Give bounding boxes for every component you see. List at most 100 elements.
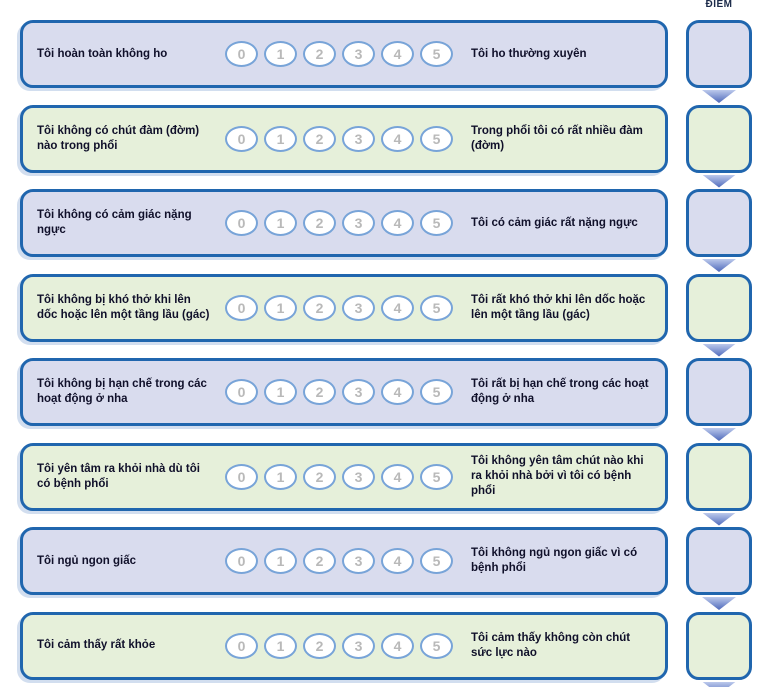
score-option-bubble[interactable]: 1 (264, 41, 297, 67)
score-option-bubble[interactable]: 2 (303, 41, 336, 67)
question-row: Tôi không bị khó thở khi lên dốc hoặc lê… (20, 273, 752, 357)
score-input-box[interactable] (686, 527, 752, 595)
question-right-statement: Tôi cảm thấy không còn chút sức lực nào (471, 631, 631, 659)
score-cell (686, 611, 752, 687)
score-option-bubble[interactable]: 5 (420, 463, 453, 490)
score-option-bubble[interactable]: 4 (381, 463, 414, 490)
score-option-bubble[interactable]: 1 (264, 379, 297, 405)
question-row: Tôi không có chút đàm (đờm) nào trong ph… (20, 104, 752, 188)
score-option-bubble[interactable]: 5 (420, 632, 453, 659)
score-option-bubble[interactable]: 1 (264, 294, 297, 321)
question-right-statement: Tôi rất bị hạn chế trong các hoạt động ở… (471, 378, 649, 405)
score-option-bubble[interactable]: 0 (225, 294, 258, 321)
score-cell (686, 20, 752, 103)
score-option-bubble[interactable]: 5 (420, 125, 453, 152)
score-option-bubble[interactable]: 2 (303, 294, 336, 321)
score-option-bubble[interactable]: 2 (303, 210, 336, 236)
arrow-down-icon (702, 90, 736, 103)
score-option-bubble[interactable]: 1 (264, 125, 297, 152)
score-input-box[interactable] (686, 358, 752, 426)
score-input-box[interactable] (686, 442, 752, 511)
score-option-bubble[interactable]: 2 (303, 548, 336, 574)
score-option-bubble[interactable]: 4 (381, 210, 414, 236)
score-cell (686, 358, 752, 441)
score-option-bubble[interactable]: 5 (420, 41, 453, 67)
score-option-bubble[interactable]: 0 (225, 125, 258, 152)
question-right-statement: Tôi có cảm giác rất nặng ngực (471, 216, 638, 229)
score-option-bubble[interactable]: 3 (342, 210, 375, 236)
score-option-bubble[interactable]: 4 (381, 294, 414, 321)
score-option-bubble[interactable]: 5 (420, 294, 453, 321)
score-option-bubble[interactable]: 1 (264, 210, 297, 236)
score-option-bubble[interactable]: 4 (381, 379, 414, 405)
question-left-statement: Tôi hoàn toàn không ho (37, 47, 168, 60)
score-option-bubble[interactable]: 0 (225, 548, 258, 574)
score-cell (686, 104, 752, 188)
score-option-bubble[interactable]: 3 (342, 379, 375, 405)
score-input-box[interactable] (686, 189, 752, 257)
score-cell (686, 442, 752, 526)
question-right-statement: Tôi ho thường xuyên (471, 47, 587, 60)
arrow-down-icon (702, 428, 736, 441)
score-option-bubble[interactable]: 1 (264, 632, 297, 659)
score-input-box[interactable] (686, 104, 752, 173)
score-cell (686, 189, 752, 272)
question-left-statement: Tôi không bị khó thở khi lên dốc hoặc lê… (37, 293, 210, 321)
score-option-bubble[interactable]: 4 (381, 41, 414, 67)
question-card: Tôi yên tâm ra khỏi nhà dù tôi có bệnh p… (20, 442, 668, 511)
question-right-statement: Tôi không yên tâm chút nào khi ra khỏi n… (471, 455, 644, 497)
score-option-bubble[interactable]: 1 (264, 548, 297, 574)
score-input-box[interactable] (686, 273, 752, 342)
score-option-bubble[interactable]: 5 (420, 379, 453, 405)
question-right-statement: Trong phổi tôi có rất nhiều đàm (đờm) (471, 124, 643, 152)
score-option-bubble[interactable]: 4 (381, 125, 414, 152)
score-option-bubble[interactable]: 2 (303, 463, 336, 490)
question-right-statement: Tôi rất khó thở khi lên dốc hoặc lên một… (471, 293, 646, 321)
score-option-bubble[interactable]: 3 (342, 294, 375, 321)
score-option-bubble[interactable]: 2 (303, 125, 336, 152)
score-option-bubble[interactable]: 2 (303, 632, 336, 659)
question-left-statement: Tôi yên tâm ra khỏi nhà dù tôi có bệnh p… (37, 462, 200, 490)
score-option-bubble[interactable]: 3 (342, 125, 375, 152)
score-option-bubble[interactable]: 1 (264, 463, 297, 490)
question-card: Tôi không bị khó thở khi lên dốc hoặc lê… (20, 273, 668, 342)
score-option-bubble[interactable]: 3 (342, 548, 375, 574)
score-option-bubble[interactable]: 3 (342, 463, 375, 490)
score-option-bubble[interactable]: 0 (225, 379, 258, 405)
score-option-bubble[interactable]: 0 (225, 41, 258, 67)
question-card: Tôi không bị hạn chế trong các hoạt động… (20, 358, 668, 426)
score-option-bubble[interactable]: 4 (381, 548, 414, 574)
score-input-box[interactable] (686, 20, 752, 88)
score-option-bubble[interactable]: 5 (420, 210, 453, 236)
score-option-bubble[interactable]: 3 (342, 632, 375, 659)
question-left-statement: Tôi không có cảm giác nặng ngực (37, 209, 192, 236)
score-input-box[interactable] (686, 611, 752, 680)
score-option-bubble[interactable]: 0 (225, 210, 258, 236)
question-right-statement: Tôi không ngủ ngon giấc vì có bệnh phổi (471, 547, 638, 574)
score-option-bubble[interactable]: 0 (225, 632, 258, 659)
score-option-bubble[interactable]: 5 (420, 548, 453, 574)
score-option-bubble[interactable]: 4 (381, 632, 414, 659)
score-option-bubble[interactable]: 2 (303, 379, 336, 405)
score-cell (686, 527, 752, 610)
score-option-bubble[interactable]: 3 (342, 41, 375, 67)
arrow-down-icon (702, 597, 736, 610)
arrow-down-icon (702, 343, 736, 357)
score-option-bubble[interactable]: 0 (225, 463, 258, 490)
